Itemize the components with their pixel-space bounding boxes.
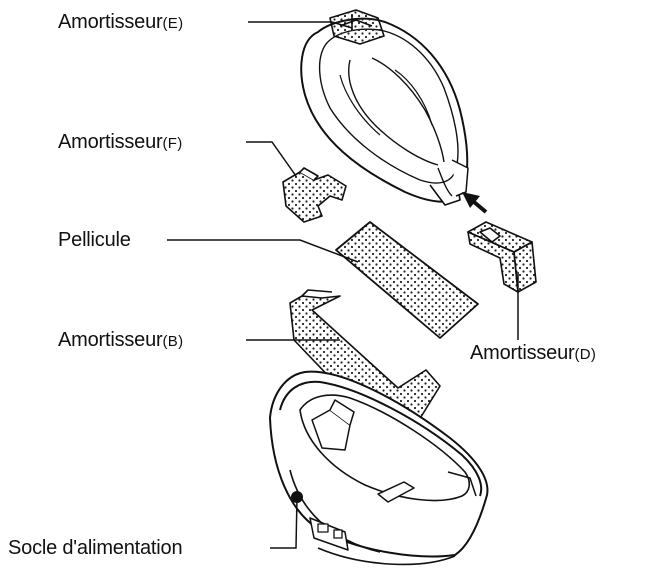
label-text: Pellicule: [58, 229, 131, 251]
label-suffix: (B): [162, 333, 184, 350]
film-sheet-part: [335, 221, 479, 339]
label-suffix: (F): [162, 135, 183, 152]
label-charging-base: Socle d'alimentation: [8, 537, 183, 559]
label-cushion-b: Amortisseur(B): [58, 329, 183, 353]
charging-base-part: [269, 370, 489, 566]
label-cushion-e: Amortisseur(E): [58, 11, 183, 35]
leader-base: [270, 496, 298, 549]
label-suffix: (D): [574, 346, 597, 363]
cushion-f-part: [282, 167, 347, 223]
leader-film: [167, 239, 359, 263]
label-suffix: (E): [162, 15, 184, 32]
label-text: Amortisseur: [58, 131, 163, 153]
label-film: Pellicule: [58, 229, 131, 251]
leader-lines: [167, 21, 519, 549]
label-text: Amortisseur: [470, 342, 575, 364]
handset-top-shell: [300, 17, 469, 206]
label-cushion-d: Amortisseur(D): [470, 342, 596, 366]
cushion-e-part: [329, 9, 385, 45]
label-text: Amortisseur: [58, 329, 163, 351]
insert-arrow: [462, 192, 488, 214]
label-cushion-f: Amortisseur(F): [58, 131, 183, 155]
leader-cushion-f: [246, 141, 297, 177]
cushion-d-part: [467, 221, 537, 293]
leader-cushion-e: [248, 21, 353, 29]
label-text: Amortisseur: [58, 11, 163, 33]
label-text: Socle d'alimentation: [8, 537, 183, 559]
